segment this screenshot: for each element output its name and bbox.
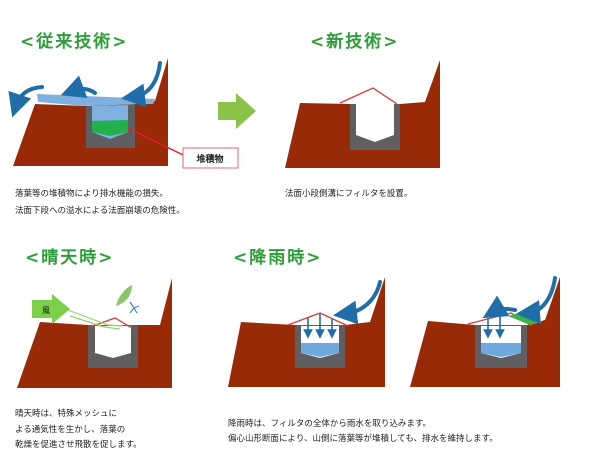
channel-water: [481, 343, 521, 357]
wind-flow-lines: [67, 309, 124, 330]
transition-arrow-icon: [218, 93, 256, 129]
channel-water: [301, 343, 339, 357]
sediment: [92, 120, 128, 136]
channel-interior: [356, 104, 394, 142]
filter: [339, 87, 398, 105]
panel-fine-weather: 風: [17, 278, 172, 388]
slope-ground: [13, 58, 168, 166]
water-flow-arrow: [482, 295, 517, 319]
slope-ground: [17, 278, 172, 388]
caption-fine-weather-line: 乾燥を促進させ飛散を促します。: [15, 439, 142, 450]
caption-fine-weather-line: 晴天時は、特殊メッシュに: [15, 408, 117, 419]
heading-fine-weather: <晴天時>: [25, 247, 115, 268]
caption-conventional-line: 落葉等の堆積物により排水機能の損失。: [15, 188, 168, 199]
leaf-icon: [116, 285, 132, 306]
sediment-label: 堆積物: [196, 153, 223, 165]
water-flow-arrow: [121, 61, 162, 108]
label-leader-line: [127, 127, 184, 156]
caption-fine-weather-line: よる通気性を生かし、落葉の: [15, 424, 125, 435]
caption-rain-line: 偏心山形断面により、山側に落葉等が堆積しても、排水を維持します。: [228, 433, 498, 444]
water-flow-arrow: [516, 276, 557, 325]
panel-rain-intake: [228, 277, 385, 387]
slope-ground: [410, 277, 560, 387]
water-flow-arrow: [60, 75, 97, 99]
filter: [287, 312, 349, 327]
slope-ground: [285, 60, 440, 168]
caption-rain-line: 降雨時は、フィルタの全体から雨水を取り込みます。: [228, 418, 431, 429]
water-flow-arrow: [8, 85, 44, 118]
caption-conventional-line: 法面下段への溢水による法面崩壊の危険性。: [15, 205, 185, 216]
slope-ground: [228, 277, 385, 387]
heading-new: <新技術>: [310, 31, 400, 52]
heading-rain: <降雨時>: [233, 247, 323, 268]
wind-arrow-icon: [32, 294, 70, 324]
heading-conventional: <従来技術>: [20, 31, 129, 52]
wind-label: 風: [42, 306, 50, 315]
drying-sparkle-icon: [129, 301, 140, 314]
channel-interior: [95, 326, 131, 358]
panel-rain-leaves: [410, 276, 560, 387]
panel-conventional: 堆積物: [8, 58, 239, 169]
panel-new: [285, 60, 440, 168]
filter: [89, 317, 133, 329]
water-flow-arrow: [333, 280, 382, 325]
caption-new-line: 法面小段側溝にフィルタを設置。: [285, 188, 412, 199]
sediment-label-box: [182, 147, 239, 169]
